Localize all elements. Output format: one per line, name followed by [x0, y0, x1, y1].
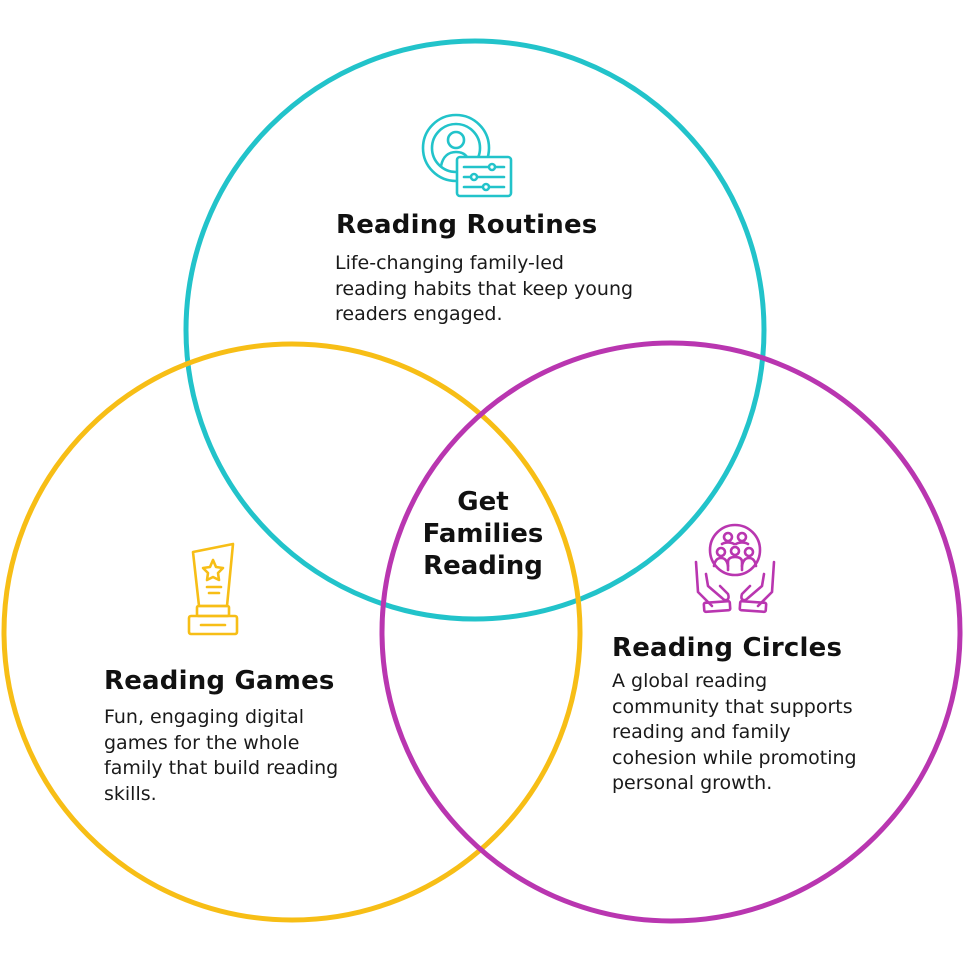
circles-circle [379, 340, 963, 924]
circles-description: A global reading community that supports… [612, 669, 912, 797]
circles-description-line: reading and family [612, 721, 791, 743]
games-description: Fun, engaging digital games for the whol… [104, 705, 384, 807]
games-description-line: skills. [104, 782, 157, 805]
circles-description-line: cohesion while promoting [612, 746, 857, 769]
circles-description-line: community that supports [612, 695, 853, 718]
community-hands-icon [694, 523, 776, 614]
games-description-line: games for the whole [104, 731, 300, 754]
games-title: Reading Games [104, 666, 335, 696]
center-label-line: Get [457, 487, 509, 517]
routines-circle [183, 38, 767, 622]
games-description-line: Fun, engaging digital [104, 706, 305, 728]
circles-title: Reading Circles [612, 633, 843, 663]
circles-description-line: personal growth. [612, 772, 773, 794]
circles-description-line: A global reading [612, 670, 768, 692]
center-label-line: Reading [423, 551, 543, 581]
routines-description-line: Life-changing family-led [335, 252, 564, 274]
center-label-line: Families [422, 519, 544, 549]
routines-description-line: reading habits that keep young [335, 277, 634, 300]
user-settings-icon [421, 113, 513, 198]
center-label: Get Families Reading [400, 486, 566, 582]
games-description-line: family that build reading [104, 757, 339, 779]
routines-description: Life-changing family-led reading habits … [335, 251, 695, 328]
routines-description-line: readers engaged. [335, 303, 503, 325]
games-circle [1, 341, 583, 923]
trophy-icon [187, 542, 239, 636]
routines-title: Reading Routines [336, 210, 598, 240]
